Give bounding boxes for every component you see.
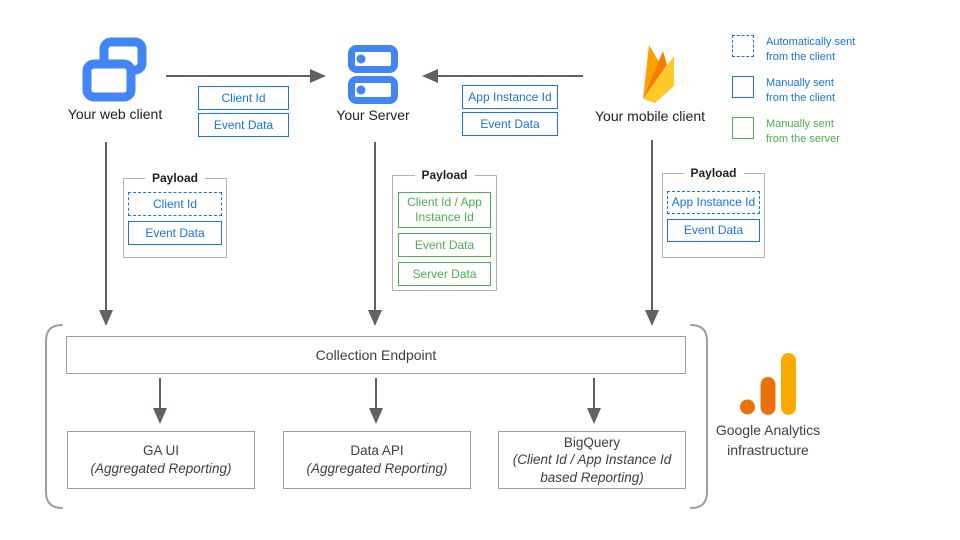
payload-title: Payload [414, 168, 475, 182]
output-title: BigQuery [563, 434, 621, 450]
flow-chip-app-instance-id: App Instance Id [462, 85, 558, 109]
payload-chip-client-id: Client Id [128, 192, 222, 216]
server-label: Your Server [336, 107, 410, 123]
legend-label: Manually sent from the server [766, 118, 840, 145]
mobile-client-label: Your mobile client [595, 108, 705, 124]
google-analytics-icon [740, 352, 796, 415]
legend-label: Manually sent from the client [766, 77, 836, 104]
output-box-bigquery: BigQuery (Client Id / App Instance Id ba… [498, 431, 686, 489]
ga-infrastructure-caption: Google Analytics infrastructure [715, 422, 821, 459]
payload-chip-event-data: Event Data [667, 219, 760, 242]
payload-server: Payload Client Id / App Instance Id Even… [392, 168, 497, 291]
output-box-ga-ui: GA UI (Aggregated Reporting) [67, 431, 255, 489]
output-subtitle: (Aggregated Reporting) [90, 461, 232, 476]
legend-item-auto-client: Automatically sent from the client [732, 35, 855, 65]
legend-swatch-solid-green [732, 117, 754, 139]
payload-chip-server-data: Server Data [398, 262, 491, 286]
output-title: GA UI [142, 443, 179, 459]
payload-mobile: Payload App Instance Id Event Data [662, 166, 765, 258]
payload-title: Payload [683, 166, 744, 180]
collection-endpoint-box: Collection Endpoint [66, 336, 686, 374]
legend-swatch-solid-blue [732, 76, 754, 98]
flow-chip-event-data: Event Data [198, 113, 289, 137]
web-client-icon [82, 36, 148, 104]
legend-item-manual-server: Manually sent from the server [732, 117, 840, 147]
legend-swatch-dashed-blue [732, 35, 754, 57]
output-box-data-api: Data API (Aggregated Reporting) [283, 431, 471, 489]
payload-title: Payload [144, 171, 206, 185]
payload-chip-app-instance-id: App Instance Id [667, 191, 760, 214]
left-bracket [45, 324, 63, 509]
collection-endpoint-label: Collection Endpoint [315, 347, 437, 363]
flow-chip-client-id: Client Id [198, 86, 289, 110]
payload-chip-client-or-app-id: Client Id / App Instance Id [398, 192, 491, 228]
payload-chip-event-data: Event Data [128, 221, 222, 245]
payload-web: Payload Client Id Event Data [123, 171, 227, 258]
legend-item-manual-client: Manually sent from the client [732, 76, 835, 106]
flow-chip-event-data-2: Event Data [462, 112, 558, 136]
output-title: Data API [350, 443, 404, 459]
web-client-label: Your web client [67, 106, 163, 122]
payload-chip-event-data: Event Data [398, 233, 491, 257]
server-icon [347, 44, 399, 106]
right-bracket [690, 324, 708, 509]
output-subtitle: (Aggregated Reporting) [306, 461, 448, 476]
legend-label: Automatically sent from the client [766, 36, 856, 63]
output-subtitle: (Client Id / App Instance Id based Repor… [512, 452, 672, 485]
firebase-icon [617, 37, 685, 107]
